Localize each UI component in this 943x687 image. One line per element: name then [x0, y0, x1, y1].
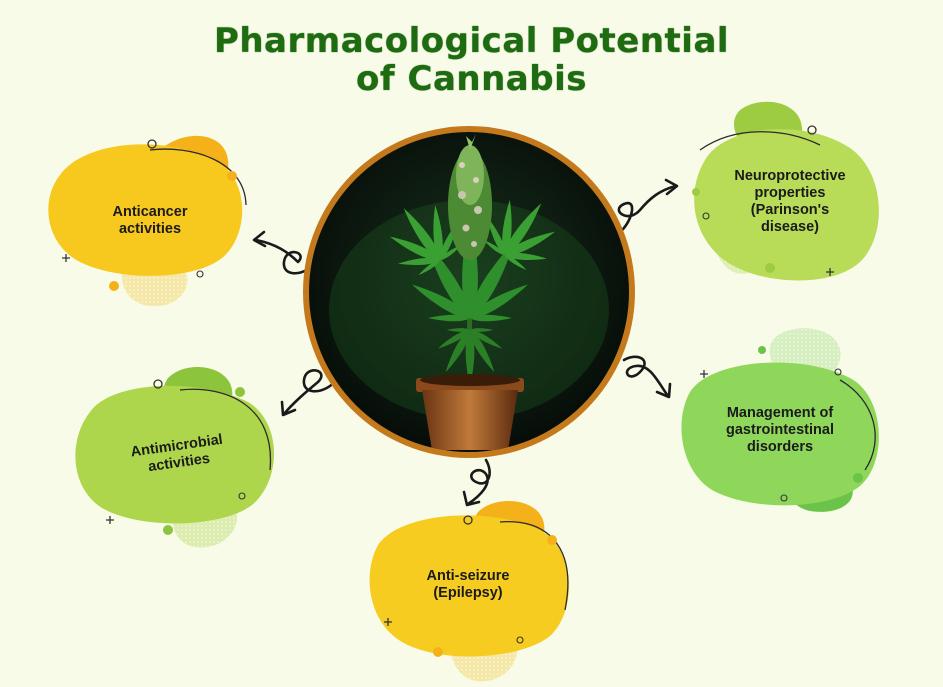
deco-ring — [516, 636, 524, 644]
deco-dot — [163, 525, 173, 535]
deco-dot — [547, 535, 557, 545]
deco-ring — [147, 139, 157, 149]
node-antimicrobial — [75, 366, 275, 548]
deco-ring — [153, 379, 163, 389]
arrow-to-gastro — [622, 355, 672, 399]
outline-stroke — [839, 379, 876, 471]
label-antiseizure: Anti-seizure (Epilepsy) — [388, 568, 548, 602]
deco-dot — [227, 171, 237, 181]
label-anticancer: Anticancer activities — [70, 204, 230, 238]
central-plant-image — [303, 126, 635, 458]
flower-pot-icon — [416, 374, 524, 450]
label-line: Management of — [726, 405, 834, 421]
deco-dot — [433, 647, 443, 657]
label-line: disease) — [760, 219, 820, 235]
deco-dot — [853, 473, 863, 483]
deco-ring — [702, 212, 710, 220]
plus-sign — [826, 268, 834, 276]
outline-stroke — [699, 131, 821, 151]
arrow-to-anticancer — [252, 230, 318, 275]
arrow-to-antimicrobial — [280, 369, 338, 417]
deco-ring — [463, 515, 473, 525]
node-neuroprotective — [692, 101, 879, 281]
antiseizure-blob — [369, 515, 569, 657]
deco-dot — [758, 346, 766, 354]
plus-sign — [106, 516, 114, 524]
page-title: Pharmacological Potential of Cannabis — [0, 22, 943, 98]
deco-ring — [196, 270, 204, 278]
node-antiseizure — [369, 500, 569, 682]
plus-sign — [384, 618, 392, 626]
label-line: (Epilepsy) — [433, 585, 503, 601]
deco-ring — [238, 492, 246, 500]
plus-sign — [62, 254, 70, 262]
node-gastro — [681, 328, 879, 512]
label-line: Anticancer — [112, 204, 188, 220]
label-line: Anti-seizure — [426, 568, 510, 584]
deco-dot — [765, 263, 775, 273]
deco-ring — [834, 368, 842, 376]
cannabis-bud-icon — [448, 134, 492, 260]
anticancer-blob — [48, 144, 243, 276]
title-line-2: of Cannabis — [356, 59, 587, 99]
label-line: (Parinson's — [750, 202, 830, 218]
deco-ring — [780, 494, 788, 502]
label-line: disorders — [746, 439, 814, 455]
label-line: Neuroprotective — [734, 168, 846, 184]
neuroprotective-blob — [694, 129, 879, 281]
arrow-to-antiseizure — [462, 458, 491, 507]
label-neuroprotective: Neuroprotective properties (Parinson's d… — [710, 168, 870, 236]
label-line: activities — [118, 221, 182, 237]
arrow-to-neuroprotective — [617, 178, 679, 234]
antimicrobial-blob — [75, 385, 275, 524]
node-anticancer — [48, 135, 247, 307]
gastro-blob — [681, 362, 879, 506]
deco-dot — [692, 188, 700, 196]
label-line: gastrointestinal — [726, 422, 834, 438]
deco-ring — [807, 125, 817, 135]
label-line: properties — [754, 185, 826, 201]
outline-stroke — [179, 388, 272, 471]
connector-arrows — [252, 178, 679, 507]
label-gastro: Management of gastrointestinal disorders — [690, 405, 870, 456]
title-line-1: Pharmacological Potential — [213, 21, 730, 61]
plus-sign — [700, 370, 708, 378]
deco-dot — [109, 281, 119, 291]
deco-dot — [235, 387, 245, 397]
outline-stroke — [149, 148, 247, 206]
